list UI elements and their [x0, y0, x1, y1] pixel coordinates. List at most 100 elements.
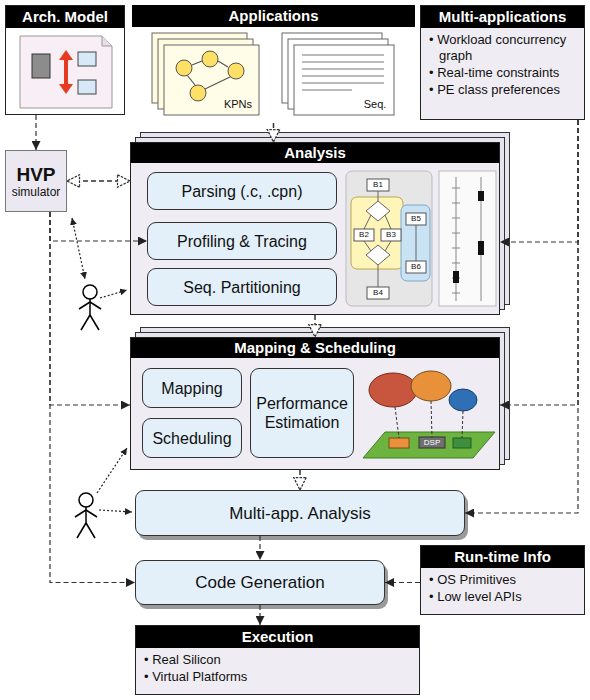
- panel-header: Arch. Model: [6, 6, 124, 28]
- platform-illustration: [369, 373, 417, 407]
- architecture-icon: [78, 52, 96, 66]
- dashed-connector: [314, 315, 316, 337]
- designer-figure: [81, 315, 90, 330]
- designer-figure: [79, 302, 90, 309]
- designer-figure: [86, 510, 97, 517]
- panel-header: Multi-applications: [421, 6, 584, 28]
- sequential-pages: [302, 62, 384, 63]
- trace-timeline: [452, 293, 460, 294]
- panel-title: Execution: [136, 626, 419, 648]
- dotted-arrow: [99, 510, 132, 512]
- box-label: Parsing (.c, .cpn): [182, 182, 303, 201]
- box-label: Performance Estimation: [255, 394, 349, 432]
- kpn-pages: [202, 51, 218, 67]
- simulator-box: HVPsimulator: [5, 150, 67, 212]
- platform-illustration: [453, 438, 471, 448]
- designer-figure: [75, 510, 86, 517]
- panel-header: Analysis: [131, 143, 499, 163]
- control-flow-graph: [378, 265, 379, 287]
- dashed-connector: [67, 180, 130, 182]
- panel-header: Execution: [136, 626, 419, 648]
- figure-label: DSP: [419, 437, 445, 448]
- trace-timeline: [452, 218, 460, 219]
- figure-label: Seq.: [360, 97, 390, 111]
- box-label: Scheduling: [152, 429, 231, 448]
- control-flow-graph: [364, 215, 371, 229]
- sequential-pages: [302, 55, 384, 56]
- control-flow-graph: [346, 171, 432, 306]
- dotted-arrow: [72, 218, 132, 512]
- designer-figure: [83, 285, 97, 299]
- box-label: Profiling & Tracing: [177, 232, 307, 251]
- designer-figure: [77, 523, 86, 538]
- panel-body: • OS Primitives• Low level APIs: [421, 568, 584, 610]
- trace-timeline: [452, 248, 460, 249]
- bullet-item: • PE class preferences: [439, 82, 578, 98]
- designer-figure: [86, 523, 95, 538]
- platform-illustration: [419, 437, 445, 448]
- sequential-pages: [302, 76, 384, 77]
- dashed-connector: [500, 120, 578, 242]
- control-flow-graph: [354, 179, 426, 299]
- process-box: Multi-app. Analysis: [135, 490, 465, 536]
- dashed-connector: [35, 115, 36, 150]
- dashed-connector: [259, 605, 260, 625]
- kpn-pages: [205, 76, 232, 89]
- trace-timeline: [439, 171, 496, 306]
- bullet-item: • Virtual Platforms: [154, 669, 413, 685]
- bullet-item: • Real-time constraints: [439, 65, 578, 81]
- control-flow-graph: [367, 287, 389, 299]
- stage-panel: Multi-applications• Workload concurrency…: [420, 5, 585, 120]
- panel-body: • Real Silicon• Virtual Platforms: [136, 648, 419, 690]
- process-box: Scheduling: [142, 418, 242, 458]
- platform-illustration: [449, 389, 477, 411]
- sequential-pages: [302, 90, 352, 91]
- control-flow-graph: [346, 171, 432, 306]
- panel-title: Applications: [132, 5, 415, 27]
- control-flow-graph: [378, 191, 379, 201]
- simulator-label: HVP: [16, 164, 55, 185]
- figure-label: B6: [406, 261, 426, 273]
- control-flow-graph: [367, 179, 389, 191]
- sequential-pages: [294, 45, 394, 115]
- designer-figure: [90, 315, 99, 330]
- kpn-pages: [176, 51, 244, 101]
- kpn-pages: [187, 75, 195, 85]
- dashed-connector: [50, 212, 147, 241]
- dashed-connector: [273, 123, 275, 142]
- architecture-icon: [102, 36, 112, 46]
- dotted-arrow: [100, 290, 127, 298]
- architecture-icon: [59, 50, 73, 60]
- control-flow-graph: [351, 197, 403, 269]
- bullet-item: • Low level APIs: [439, 589, 578, 605]
- control-flow-graph: [381, 229, 401, 241]
- figure-label: B1: [367, 179, 389, 191]
- designer-figure: [90, 302, 101, 309]
- platform-illustration: [411, 371, 451, 401]
- simulator-label: simulator: [12, 185, 61, 199]
- control-flow-graph: [354, 229, 374, 241]
- panel-body: • Workload concurrency graph• Real-time …: [421, 28, 584, 103]
- platform-illustration: [431, 401, 432, 437]
- trace-timeline: [452, 177, 481, 301]
- sequential-pages: [302, 83, 384, 84]
- sequential-pages: [302, 55, 384, 90]
- control-flow-graph: [366, 201, 390, 221]
- architecture-icon: [20, 36, 112, 108]
- panel-title: Analysis: [131, 143, 499, 163]
- dashed-connector: [465, 120, 578, 513]
- platform-illustration: [395, 407, 399, 438]
- dotted-arrow: [97, 448, 127, 493]
- dashed-connector: [299, 470, 301, 490]
- platform-illustration: [462, 411, 463, 438]
- figure-label: B5: [406, 213, 426, 225]
- panel-header: Applications: [132, 5, 415, 27]
- box-label: Mapping: [161, 379, 222, 398]
- dashed-connector: [259, 536, 260, 560]
- figure-label: B2: [354, 229, 374, 241]
- figure-label: KPNs: [220, 97, 256, 111]
- control-flow-graph: [416, 225, 417, 261]
- kpn-pages: [152, 33, 259, 115]
- kpn-pages: [192, 61, 202, 65]
- process-box: Performance Estimation: [250, 368, 354, 458]
